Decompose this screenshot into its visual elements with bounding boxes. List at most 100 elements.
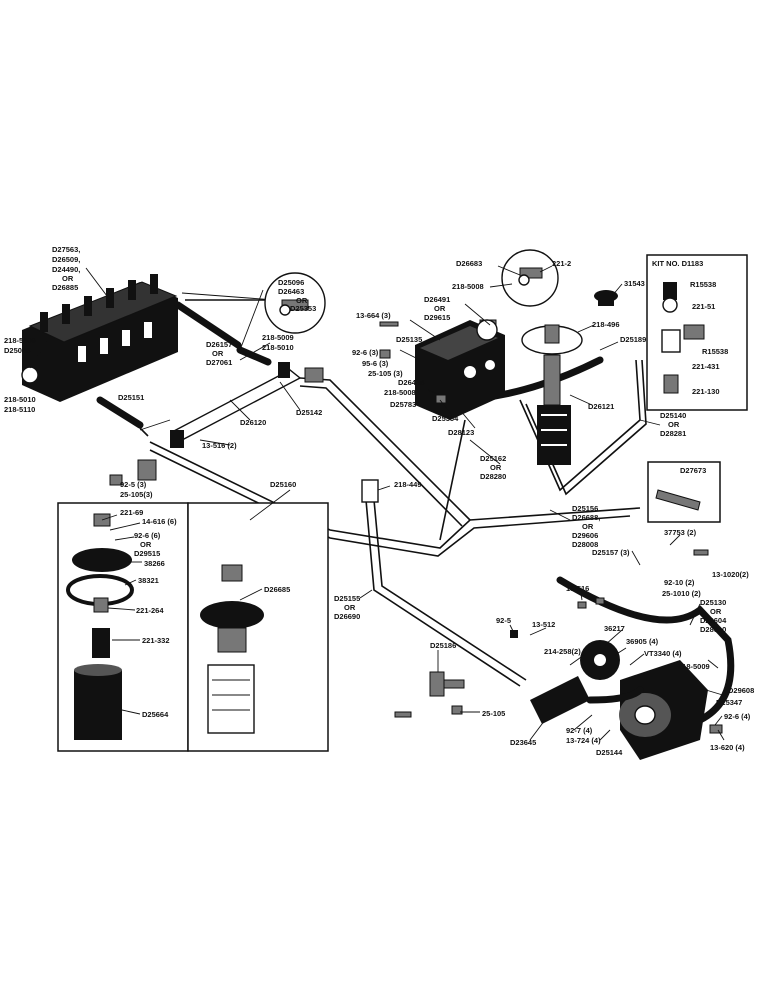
label-13-1020-2: 13-1020(2) <box>712 570 749 579</box>
label-d25783: D25783 <box>390 400 416 409</box>
bracket-d26120 <box>170 362 302 448</box>
label-25-105-3: 25-105 (3) <box>368 369 403 378</box>
label-31543: 31543 <box>624 279 645 288</box>
label-d25156: D25156 <box>572 504 598 513</box>
label-92-7-4: 92-7 (4) <box>566 726 593 735</box>
label-14-616-6: 14-616 (6) <box>142 517 177 526</box>
label-d25347: D25347 <box>716 698 742 707</box>
valve-bank-lines <box>96 292 276 437</box>
label-or: OR <box>140 540 152 549</box>
label-d28010: D28010 <box>700 625 726 634</box>
label-or: OR <box>668 420 680 429</box>
label-d26685: D26685 <box>264 585 290 594</box>
label-d26491: D26491 <box>424 295 450 304</box>
label-d25189: D25189 <box>620 335 646 344</box>
label-d24490: D24490, <box>52 265 80 274</box>
label-d25151: D25151 <box>118 393 144 402</box>
label-d29608: D29608 <box>728 686 754 695</box>
label-or: OR <box>212 349 224 358</box>
label-or: OR <box>62 274 74 283</box>
label-218-5110: 218-5110 <box>4 405 35 414</box>
label-d25098: D25098 <box>4 346 30 355</box>
label-221-332: 221-332 <box>142 636 170 645</box>
bracket-d27673-box <box>647 461 721 523</box>
clamp-d25186 <box>429 671 465 697</box>
label-25-1010-2: 25-1010 (2) <box>662 589 701 598</box>
label-d25186: D25186 <box>430 641 456 650</box>
label-d25353: D25353 <box>290 304 316 313</box>
filter-parts-box <box>57 502 189 752</box>
label-218-5009: 218-5009 <box>262 333 294 342</box>
label-d25157-3: D25157 (3) <box>592 548 630 557</box>
label-d29615: D29615 <box>424 313 450 322</box>
label-218-5008: 218-5008 <box>452 282 484 291</box>
label-d25142: D25142 <box>296 408 322 417</box>
label-214-258-2: 214-258(2) <box>544 647 581 656</box>
label-r15538: R15538 <box>702 347 728 356</box>
label-d26463: D26463 <box>278 287 304 296</box>
label-221-130: 221-130 <box>692 387 720 396</box>
label-d26435: D26435 <box>398 378 424 387</box>
label-d29515: D29515 <box>134 549 160 558</box>
label-36905-4: 36905 (4) <box>626 637 659 646</box>
label-d23645: D23645 <box>510 738 536 747</box>
inset-circle-fitting <box>264 272 326 334</box>
label-218-5008: 218-5008 <box>384 388 416 397</box>
label-d25664: D25664 <box>142 710 169 719</box>
label-d28008: D28008 <box>572 540 598 549</box>
label-221-264: 221-264 <box>136 606 164 615</box>
label-92-6-6: 92-6 (6) <box>134 531 161 540</box>
label-d26690: D26690 <box>334 612 360 621</box>
label-d28123: D28123 <box>448 428 474 437</box>
label-13-512: 13-512 <box>532 620 555 629</box>
label-13-664-3: 13-664 (3) <box>356 311 391 320</box>
label-d28280: D28280 <box>480 472 506 481</box>
label-d27673: D27673 <box>680 466 706 475</box>
label-d29606: D29606 <box>572 531 598 540</box>
label-d25140: D25140 <box>660 411 686 420</box>
label-92-10-2: 92-10 (2) <box>664 578 695 587</box>
label-13-516: 13-516 <box>566 584 589 593</box>
label-25-105: 25-105 <box>482 709 505 718</box>
label-or: OR <box>490 463 502 472</box>
label-d25354: D25354 <box>432 414 459 423</box>
inset-circle-elbow <box>501 249 559 307</box>
label-38266: 38266 <box>144 559 165 568</box>
label-221-69: 221-69 <box>120 508 143 517</box>
label-or: OR <box>582 522 594 531</box>
label-13-516-2: 13-516 (2) <box>202 441 237 450</box>
label-218-449: 218-449 <box>394 480 422 489</box>
label-d25144: D25144 <box>596 748 623 757</box>
label-or: OR <box>434 304 446 313</box>
label-d25130: D25130 <box>700 598 726 607</box>
inset-origin-circle <box>476 319 498 341</box>
label-r15538: R15538 <box>690 280 716 289</box>
label-218-5010: 218-5010 <box>262 343 294 352</box>
label-218-5009: 218-5009 <box>4 336 36 345</box>
label-92-6-3: 92-6 (3) <box>352 348 379 357</box>
suction-hose-d23645 <box>530 676 644 724</box>
reservoir-d28123 <box>521 324 583 465</box>
label-218-5009: 218-5009 <box>678 662 710 671</box>
kit-d1183-box <box>646 254 748 411</box>
label-38321: 38321 <box>138 576 159 585</box>
label-25-105-3: 25-105(3) <box>120 490 153 499</box>
label-36217: 36217 <box>604 624 625 633</box>
label-or: OR <box>344 603 356 612</box>
label-218-496: 218-496 <box>592 320 620 329</box>
label-or: OR <box>296 296 308 305</box>
label-or: OR <box>710 607 722 616</box>
label-d27061: D27061 <box>206 358 232 367</box>
label-d25162: D25162 <box>480 454 506 463</box>
label-d25135: D25135 <box>396 335 422 344</box>
filter-assembly-box <box>187 502 329 752</box>
label-221-2: 221-2 <box>552 259 571 268</box>
label-d26157: D26157 <box>206 340 232 349</box>
label-d26509: D26509, <box>52 255 80 264</box>
label-92-6-4: 92-6 (4) <box>724 712 751 721</box>
label-d25096: D25096 <box>278 278 304 287</box>
label-92-5: 92-5 <box>496 616 511 625</box>
label-d26683: D26683 <box>456 259 482 268</box>
cap-31543 <box>594 290 618 306</box>
